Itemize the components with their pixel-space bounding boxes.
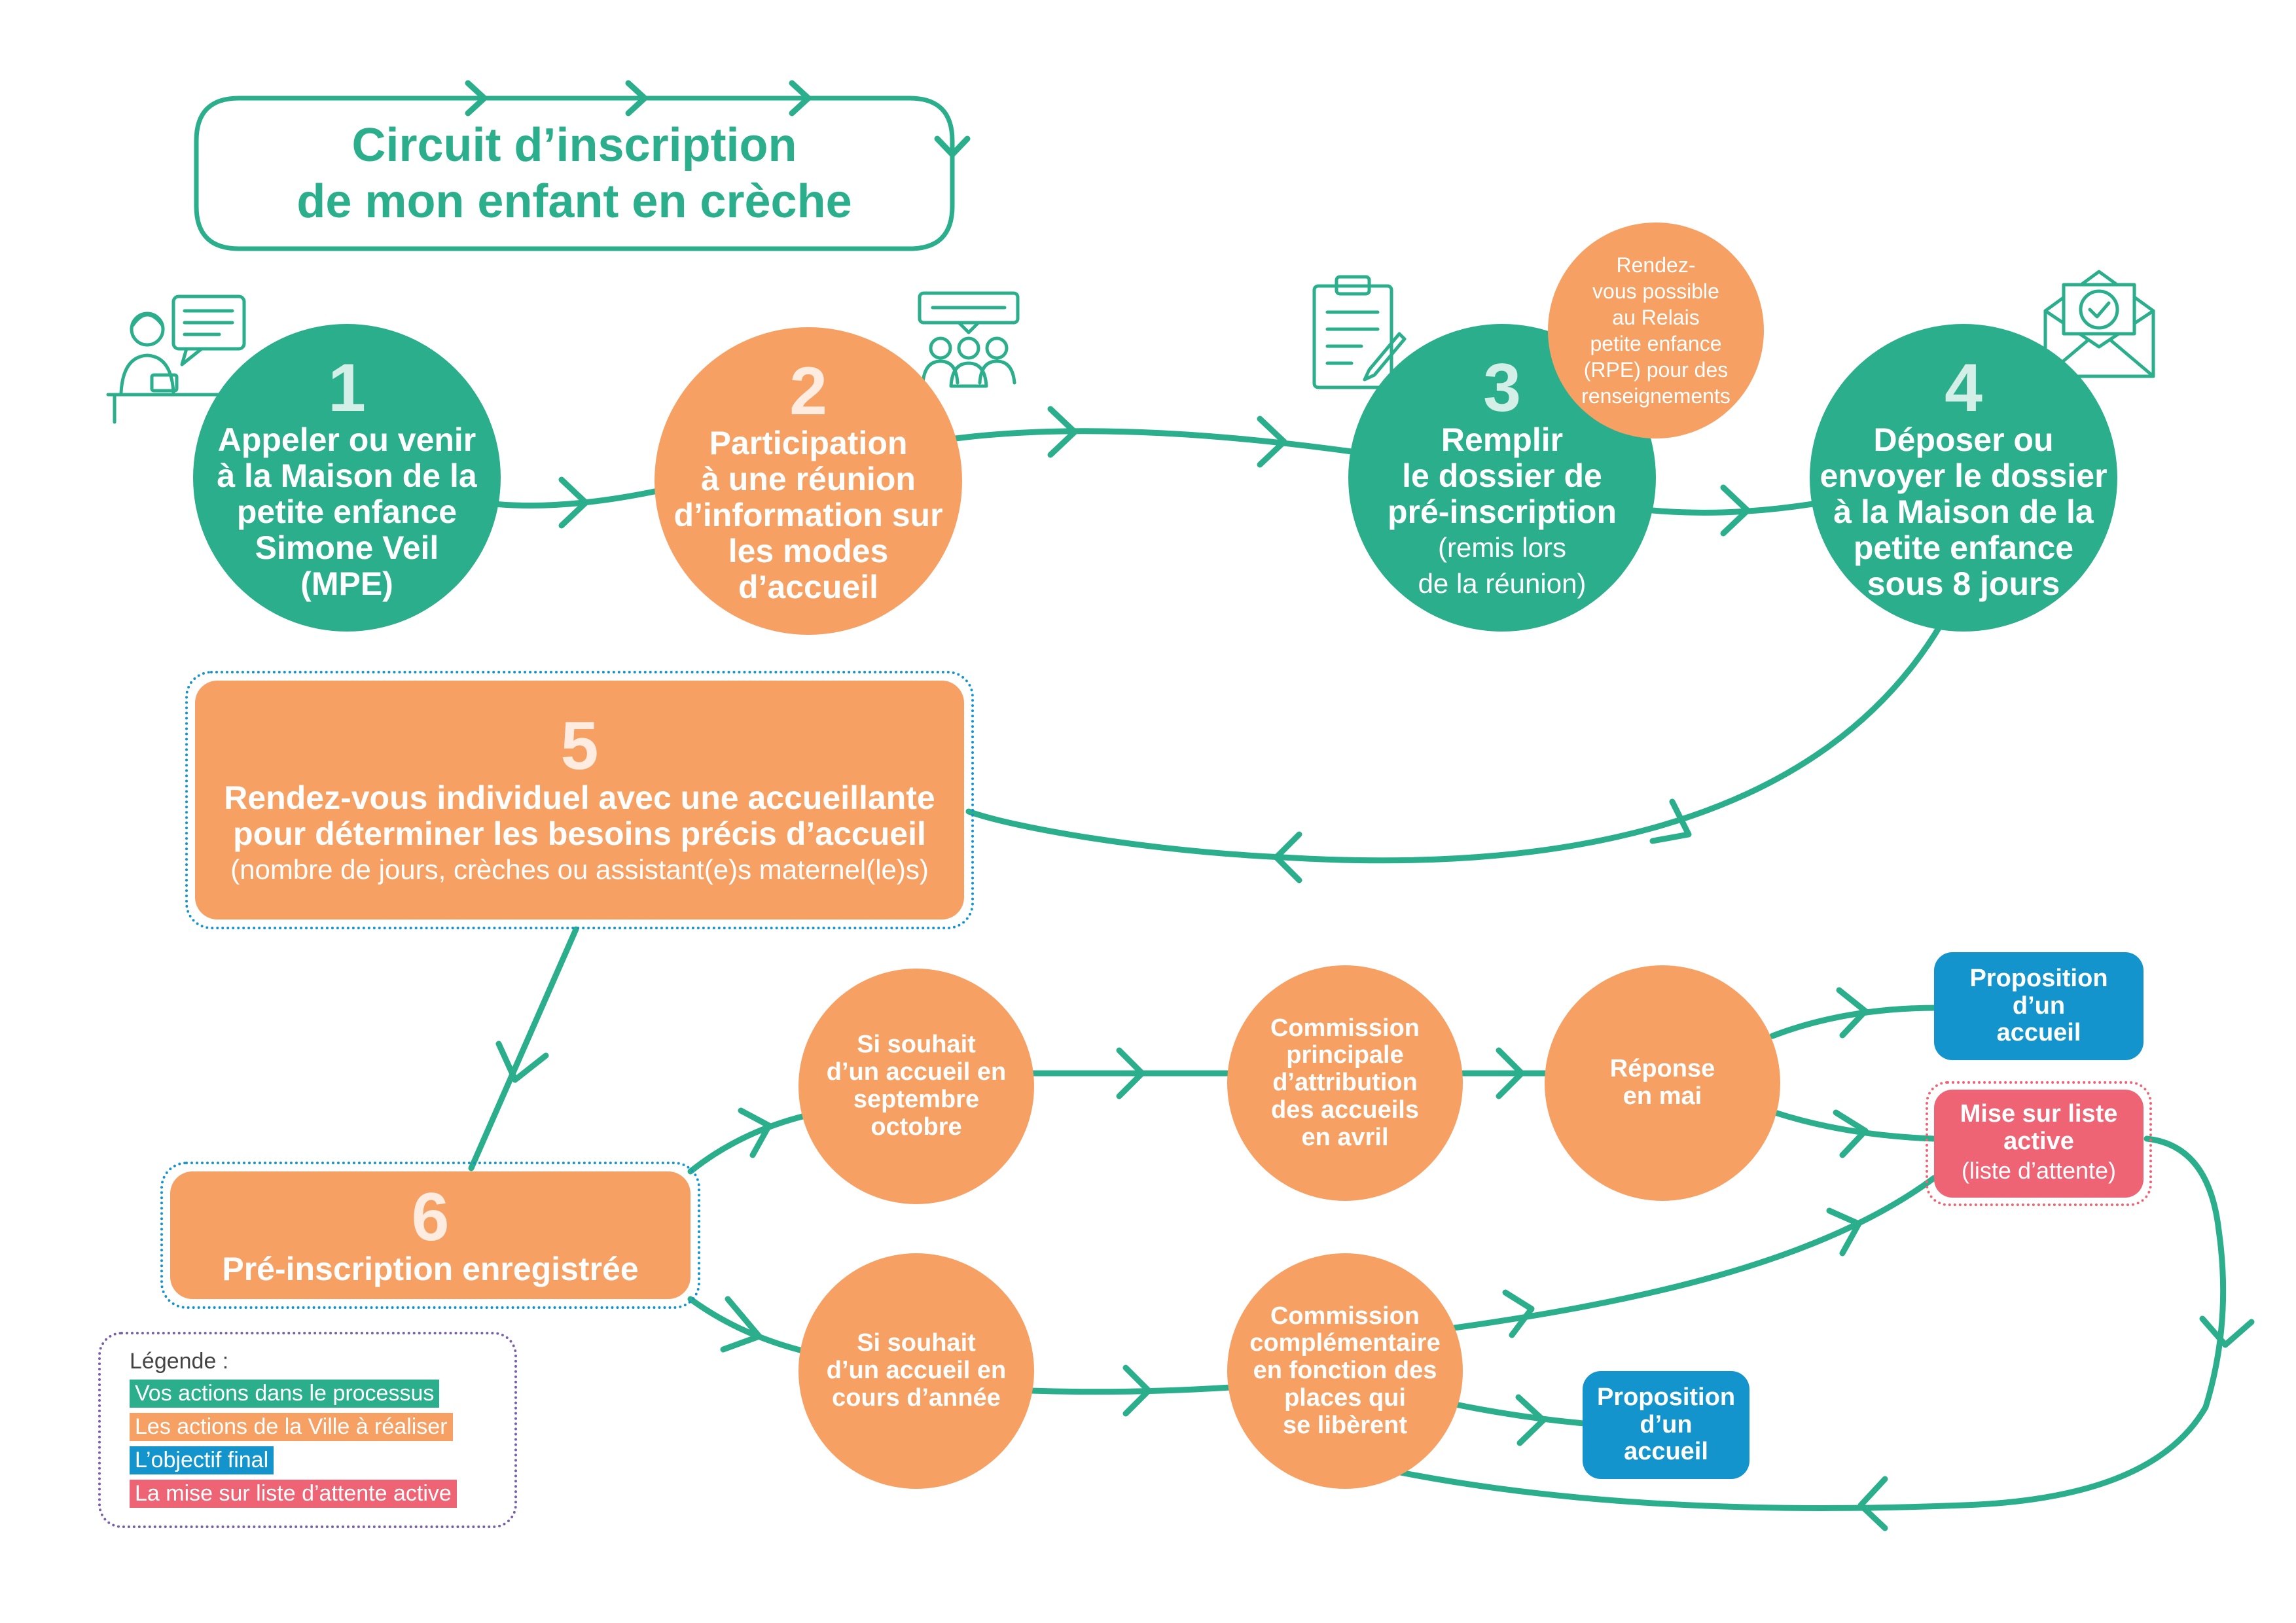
proposal-box-top: Proposition d’un accueil (1934, 952, 2144, 1060)
step-text: petite enfance (1853, 529, 2074, 566)
step-number: 5 (560, 708, 599, 785)
step-note: (nombre de jours, crèches ou assistant(e… (230, 854, 929, 885)
box-text: d’un (2012, 991, 2066, 1020)
box-text: accueil (1996, 1019, 2081, 1047)
step-1-circle: 1 Appeler ou venir à la Maison de la pet… (193, 324, 501, 632)
proposal-box-bottom: Proposition d’un accueil (1583, 1371, 1749, 1479)
step-text: Déposer ou (1873, 421, 2054, 458)
step-number: 2 (789, 353, 827, 429)
step-text: d’accueil (738, 568, 878, 605)
legend: Légende : Vos actions dans le processus … (98, 1332, 517, 1528)
circle-text: Commission (1270, 1302, 1420, 1330)
legend-item-waitlist: La mise sur liste d’attente active (130, 1480, 457, 1508)
step-note: de la réunion) (1418, 567, 1587, 599)
step-2-circle: 2 Participation à une réunion d’informat… (655, 327, 962, 635)
step-6-box: 6 Pré-inscription enregistrée (170, 1171, 691, 1299)
circle-text: Commission (1270, 1014, 1420, 1042)
circle-text: Si souhait (857, 1329, 976, 1357)
meeting-icon (918, 291, 1020, 388)
complementary-commission-circle: Commission complémentaire en fonction de… (1227, 1253, 1463, 1489)
step-text: le dossier de (1402, 457, 1602, 494)
title-line2: de mon enfant en crèche (296, 175, 852, 228)
circle-text: d’un accueil en (826, 1058, 1007, 1086)
circle-text: se libèrent (1282, 1411, 1408, 1439)
step-5-box: 5 Rendez-vous individuel avec une accuei… (195, 681, 964, 919)
wish-september-circle: Si souhait d’un accueil en septembre oct… (798, 969, 1034, 1204)
step-text: les modes (728, 532, 889, 569)
circle-text: d’attribution (1272, 1069, 1418, 1097)
step-text: d’information sur (673, 496, 943, 533)
circle-text: principale (1286, 1041, 1404, 1069)
step-text: Simone Veil (255, 529, 439, 566)
page-title: Circuit d’inscription de mon enfant en c… (196, 111, 952, 236)
step-text: pré-inscription (1387, 493, 1617, 530)
circle-text: Réponse (1609, 1055, 1715, 1083)
circle-text: septembre (853, 1086, 980, 1113)
step-text: Participation (709, 424, 908, 461)
clipboard-icon (1312, 275, 1407, 389)
circle-text: places qui (1284, 1383, 1406, 1412)
waitlist-frame (1926, 1081, 2152, 1206)
step-text: Pré-inscription enregistrée (222, 1251, 639, 1287)
step-5-frame (185, 671, 974, 929)
response-may-circle: Réponse en mai (1545, 965, 1780, 1201)
bubble-text: au Relais (1612, 306, 1700, 329)
box-text: Mise sur liste (1960, 1100, 2118, 1128)
step-number: 6 (411, 1179, 450, 1255)
legend-item-final-goal: L’objectif final (130, 1446, 274, 1474)
step-text: à la Maison de la (1833, 493, 2094, 530)
box-text: Proposition (1969, 964, 2108, 992)
step-text: à une réunion (701, 460, 916, 497)
waitlist-box: Mise sur liste active (liste d’attente) (1934, 1090, 2144, 1198)
rpe-info-bubble: Rendez- vous possible au Relais petite e… (1548, 223, 1764, 438)
legend-item-user-actions: Vos actions dans le processus (130, 1380, 440, 1408)
step-text: Remplir (1441, 421, 1564, 458)
box-note: (liste d’attente) (1961, 1156, 2117, 1184)
step-text: pour déterminer les besoins précis d’acc… (233, 815, 926, 853)
circle-text: en mai (1623, 1082, 1702, 1110)
legend-item-city-actions: Les actions de la Ville à réaliser (130, 1413, 453, 1441)
step-text: petite enfance (236, 493, 457, 530)
step-text: sous 8 jours (1867, 565, 2060, 602)
box-text: active (2003, 1128, 2074, 1156)
step-4-circle: 4 Déposer ou envoyer le dossier à la Mai… (1810, 324, 2117, 632)
main-commission-circle: Commission principale d’attribution des … (1227, 965, 1463, 1201)
step-note: (remis lors (1438, 531, 1566, 563)
step-text: envoyer le dossier (1820, 457, 2108, 494)
circle-text: complémentaire (1249, 1329, 1441, 1357)
step-number: 4 (1945, 349, 1982, 426)
bubble-text: Rendez- (1616, 253, 1696, 277)
step-6-frame (160, 1162, 700, 1309)
wish-year-circle: Si souhait d’un accueil en cours d’année (798, 1253, 1034, 1489)
circle-text: en fonction des (1253, 1357, 1437, 1385)
box-text: accueil (1624, 1438, 1708, 1466)
bubble-text: renseignements (1581, 384, 1731, 408)
bubble-text: petite enfance (1590, 332, 1722, 355)
step-text: Appeler ou venir (217, 421, 476, 458)
circle-text: octobre (870, 1113, 962, 1141)
step-text: Rendez-vous individuel avec une accueill… (224, 779, 935, 817)
reception-person-icon (106, 294, 247, 424)
step-number: 3 (1483, 349, 1521, 426)
step-number: 1 (328, 349, 366, 426)
bubble-text: (RPE) pour des (1583, 358, 1729, 382)
box-text: Proposition (1596, 1383, 1736, 1411)
legend-title: Légende : (130, 1349, 229, 1374)
box-text: d’un (1640, 1410, 1693, 1438)
bubble-text: vous possible (1592, 279, 1719, 303)
title-line1: Circuit d’inscription (351, 118, 797, 171)
step-text: (MPE) (300, 565, 393, 602)
circle-text: cours d’année (832, 1383, 1001, 1412)
step-text: à la Maison de la (217, 457, 477, 494)
circle-text: en avril (1301, 1123, 1389, 1151)
circle-text: Si souhait (857, 1031, 976, 1059)
circle-text: d’un accueil en (826, 1357, 1007, 1385)
circle-text: des accueils (1270, 1096, 1420, 1124)
